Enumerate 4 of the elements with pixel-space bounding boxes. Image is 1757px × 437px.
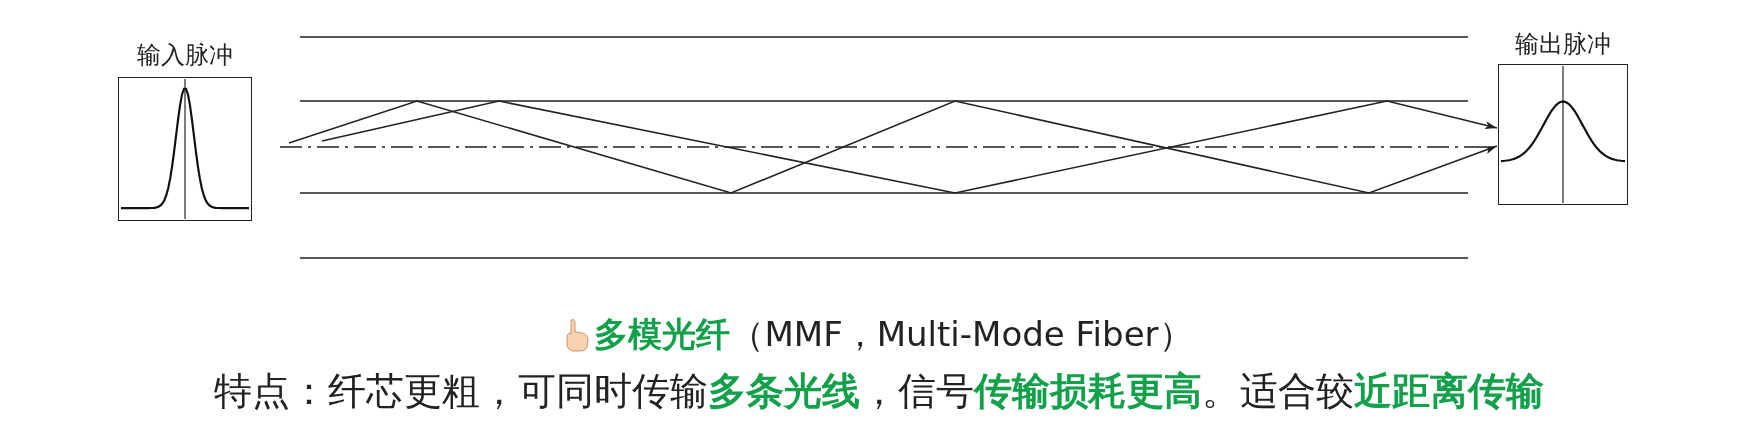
fiber-type-caption: 多模光纤（MMF，Multi-Mode Fiber） — [594, 313, 1193, 356]
pulse-label: 输出脉冲 — [1514, 29, 1612, 60]
description-text: 特点：纤芯更粗，可同时传输多条光线，信号传输损耗更高。适合较近距离传输 — [213, 368, 1544, 415]
pulse-label: 输入脉冲 — [136, 40, 234, 71]
